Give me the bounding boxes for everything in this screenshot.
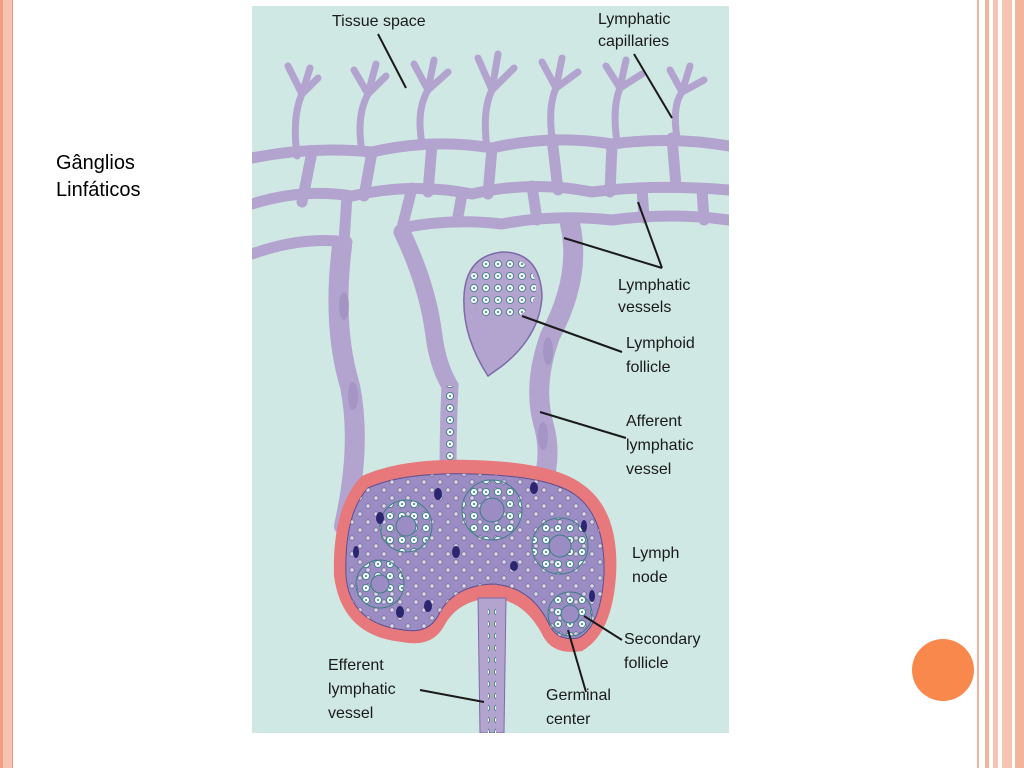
label-lymphatic-capillaries-2: capillaries — [598, 33, 669, 50]
label-lymphoid-follicle-1: Lymphoid — [626, 335, 695, 352]
label-germinal-center-1: Germinal — [546, 687, 611, 704]
label-germinal-center-2: center — [546, 711, 591, 728]
slide-border-left — [0, 0, 13, 768]
leader-lines — [377, 33, 673, 703]
label-afferent-2: lymphatic — [626, 437, 694, 454]
lymphoid-follicle — [443, 251, 543, 477]
efferent-lymphatic-vessel — [477, 597, 507, 733]
label-lymphatic-vessels-2: vessels — [618, 299, 671, 316]
germinal-centers — [370, 497, 580, 624]
diagram-labels: Tissue space Lymphatic capillaries Lymph… — [328, 11, 701, 728]
slide-border-left-line — [0, 0, 3, 768]
accent-dot — [912, 639, 974, 701]
lymphatic-system-diagram: Tissue space Lymphatic capillaries Lymph… — [252, 6, 729, 733]
label-lymphatic-capillaries-1: Lymphatic — [598, 11, 670, 28]
slide-title: Gânglios Linfáticos — [56, 152, 141, 201]
label-afferent-1: Afferent — [626, 413, 682, 430]
afferent-lymphatic-vessels — [339, 292, 553, 450]
label-secondary-follicle-2: follicle — [624, 655, 669, 672]
label-lymph-node-2: node — [632, 569, 668, 586]
label-efferent-1: Efferent — [328, 657, 384, 674]
lymphatic-capillary-network — [252, 50, 729, 260]
label-lymphoid-follicle-2: follicle — [626, 359, 671, 376]
label-lymph-node-1: Lymph — [632, 545, 679, 562]
label-afferent-3: vessel — [626, 461, 671, 478]
dark-cells — [353, 482, 595, 618]
label-lymphatic-vessels-1: Lymphatic — [618, 277, 690, 294]
label-tissue-space: Tissue space — [332, 13, 426, 30]
label-efferent-2: lymphatic — [328, 681, 396, 698]
label-efferent-3: vessel — [328, 705, 373, 722]
label-secondary-follicle-1: Secondary — [624, 631, 701, 648]
